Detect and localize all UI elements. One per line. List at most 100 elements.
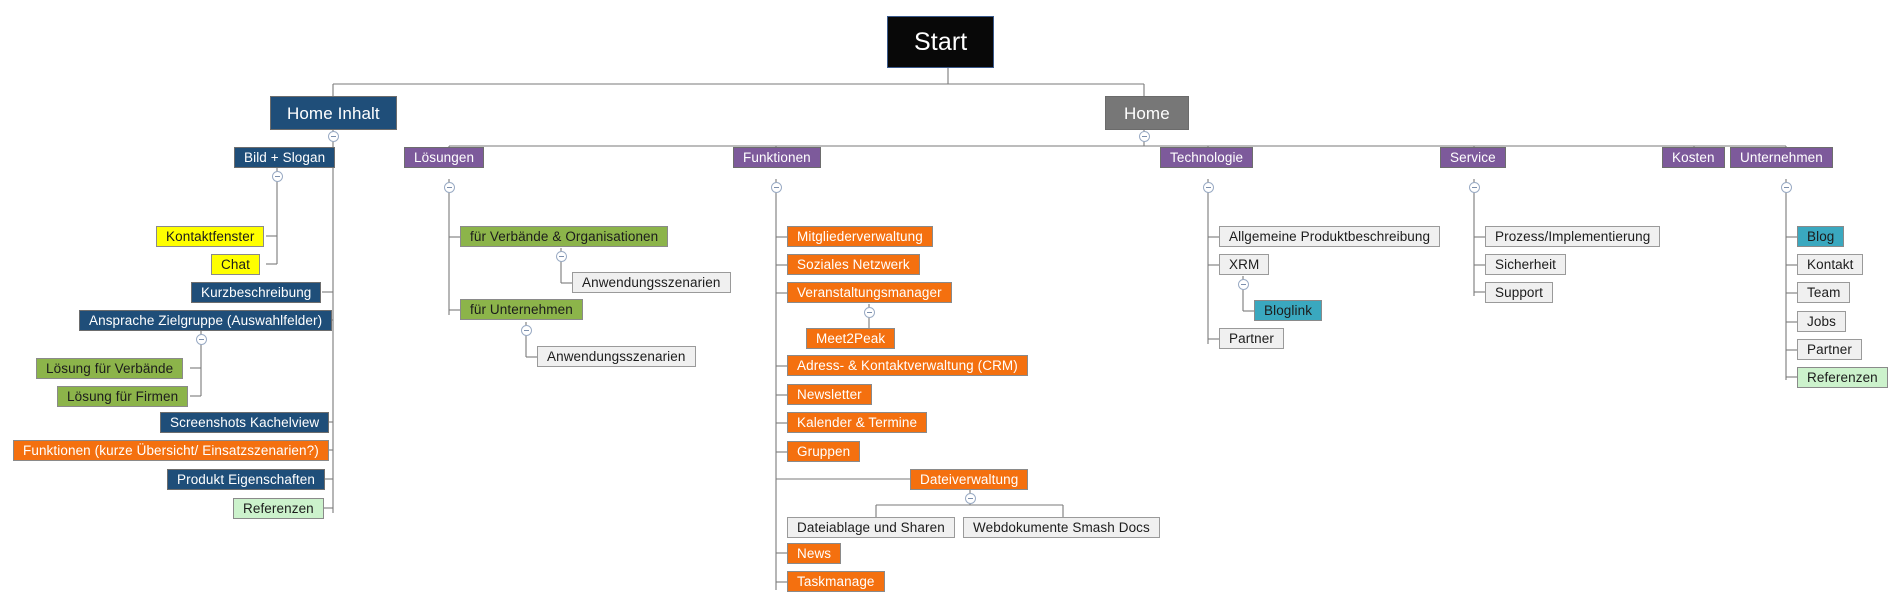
node-produkt-eigenschaften[interactable]: Produkt Eigenschaften: [167, 469, 325, 490]
node-meet2peak[interactable]: Meet2Peak: [806, 328, 896, 349]
node-kurzbeschreibung[interactable]: Kurzbeschreibung: [191, 282, 322, 303]
node-bloglink[interactable]: Bloglink: [1254, 300, 1323, 321]
node-home-label: Home: [1124, 103, 1170, 123]
node-anwendungsszenarien-1[interactable]: Anwendungsszenarien: [572, 272, 731, 293]
node-kurzbeschreibung-label: Kurzbeschreibung: [201, 284, 312, 300]
node-dateiverwaltung-label: Dateiverwaltung: [920, 471, 1019, 487]
node-anwendungsszenarien-2-label: Anwendungsszenarien: [547, 348, 686, 364]
node-fuer-unternehmen[interactable]: für Unternehmen: [460, 299, 583, 320]
node-bild-slogan[interactable]: Bild + Slogan: [234, 147, 336, 168]
collapse-toggle-dateiverwaltung[interactable]: [965, 493, 976, 504]
node-screenshots-kachelview-label: Screenshots Kachelview: [170, 414, 320, 430]
collapse-toggle-bild-slogan[interactable]: [272, 171, 283, 182]
node-sicherheit[interactable]: Sicherheit: [1485, 254, 1567, 275]
node-news[interactable]: News: [787, 543, 842, 564]
collapse-toggle-technologie[interactable]: [1203, 182, 1214, 193]
node-prozess-implementierung-label: Prozess/Implementierung: [1495, 228, 1651, 244]
node-fuer-verbaende-organisationen[interactable]: für Verbände & Organisationen: [460, 226, 669, 247]
node-referenzen-right[interactable]: Referenzen: [1797, 367, 1888, 388]
node-blog[interactable]: Blog: [1797, 226, 1845, 247]
node-unternehmen-label: Unternehmen: [1740, 149, 1823, 165]
collapse-toggle-home-inhalt[interactable]: [328, 131, 339, 142]
collapse-toggle-fuer-verbaende[interactable]: [556, 251, 567, 262]
node-kosten[interactable]: Kosten: [1662, 147, 1725, 168]
node-kontaktfenster[interactable]: Kontaktfenster: [156, 226, 265, 247]
node-kalender-termine[interactable]: Kalender & Termine: [787, 412, 928, 433]
node-service[interactable]: Service: [1440, 147, 1506, 168]
node-referenzen-left[interactable]: Referenzen: [233, 498, 324, 519]
node-taskmanage[interactable]: Taskmanage: [787, 571, 885, 592]
node-referenzen-left-label: Referenzen: [243, 500, 314, 516]
node-newsletter-label: Newsletter: [797, 386, 862, 402]
node-loesungen[interactable]: Lösungen: [404, 147, 485, 168]
node-start[interactable]: Start: [887, 16, 995, 68]
node-support[interactable]: Support: [1485, 282, 1553, 303]
node-partner-technologie-label: Partner: [1229, 330, 1274, 346]
node-loesung-verbaende-label: Lösung für Verbände: [46, 360, 174, 376]
node-mitgliederverwaltung-label: Mitgliederverwaltung: [797, 228, 923, 244]
node-funktionen[interactable]: Funktionen: [733, 147, 821, 168]
node-technologie-label: Technologie: [1170, 149, 1244, 165]
node-ansprache-zielgruppe[interactable]: Ansprache Zielgruppe (Auswahlfelder): [79, 310, 333, 331]
node-meet2peak-label: Meet2Peak: [816, 330, 886, 346]
node-referenzen-right-label: Referenzen: [1807, 369, 1878, 385]
node-soziales-netzwerk-label: Soziales Netzwerk: [797, 256, 910, 272]
node-sicherheit-label: Sicherheit: [1495, 256, 1557, 272]
node-dateiablage-und-sharen[interactable]: Dateiablage und Sharen: [787, 517, 955, 538]
node-xrm[interactable]: XRM: [1219, 254, 1270, 275]
node-mitgliederverwaltung[interactable]: Mitgliederverwaltung: [787, 226, 933, 247]
node-newsletter[interactable]: Newsletter: [787, 384, 872, 405]
node-jobs[interactable]: Jobs: [1797, 311, 1846, 332]
node-loesung-firmen[interactable]: Lösung für Firmen: [57, 386, 189, 407]
collapse-toggle-ansprache[interactable]: [196, 334, 207, 345]
node-technologie[interactable]: Technologie: [1160, 147, 1254, 168]
node-ansprache-zielgruppe-label: Ansprache Zielgruppe (Auswahlfelder): [89, 312, 323, 328]
collapse-toggle-funktionen[interactable]: [771, 182, 782, 193]
node-dateiverwaltung[interactable]: Dateiverwaltung: [910, 469, 1029, 490]
collapse-toggle-home[interactable]: [1139, 131, 1150, 142]
node-veranstaltungsmanager[interactable]: Veranstaltungsmanager: [787, 282, 952, 303]
node-fuer-verbaende-organisationen-label: für Verbände & Organisationen: [470, 228, 659, 244]
node-veranstaltungsmanager-label: Veranstaltungsmanager: [797, 284, 942, 300]
collapse-toggle-fuer-unternehmen[interactable]: [521, 325, 532, 336]
node-team-label: Team: [1807, 284, 1841, 300]
node-loesung-verbaende[interactable]: Lösung für Verbände: [36, 358, 184, 379]
node-screenshots-kachelview[interactable]: Screenshots Kachelview: [160, 412, 330, 433]
collapse-toggle-service[interactable]: [1469, 182, 1480, 193]
node-start-label: Start: [914, 27, 968, 56]
collapse-toggle-veranstaltungsmanager[interactable]: [864, 307, 875, 318]
node-partner-technologie[interactable]: Partner: [1219, 328, 1284, 349]
node-taskmanage-label: Taskmanage: [797, 573, 875, 589]
node-kontakt-label: Kontakt: [1807, 256, 1854, 272]
node-dateiablage-und-sharen-label: Dateiablage und Sharen: [797, 519, 945, 535]
collapse-toggle-loesungen[interactable]: [444, 182, 455, 193]
node-kosten-label: Kosten: [1672, 149, 1715, 165]
node-chat-label: Chat: [221, 256, 250, 272]
node-partner-unternehmen[interactable]: Partner: [1797, 339, 1862, 360]
node-webdokumente-smash-docs-label: Webdokumente Smash Docs: [973, 519, 1150, 535]
node-soziales-netzwerk[interactable]: Soziales Netzwerk: [787, 254, 920, 275]
node-prozess-implementierung[interactable]: Prozess/Implementierung: [1485, 226, 1661, 247]
node-allgemeine-produktbeschreibung[interactable]: Allgemeine Produktbeschreibung: [1219, 226, 1441, 247]
node-anwendungsszenarien-2[interactable]: Anwendungsszenarien: [537, 346, 696, 367]
node-news-label: News: [797, 545, 832, 561]
node-kalender-termine-label: Kalender & Termine: [797, 414, 918, 430]
node-home[interactable]: Home: [1105, 96, 1189, 130]
node-home-inhalt[interactable]: Home Inhalt: [270, 96, 397, 130]
node-gruppen[interactable]: Gruppen: [787, 441, 861, 462]
node-kontakt[interactable]: Kontakt: [1797, 254, 1864, 275]
node-webdokumente-smash-docs[interactable]: Webdokumente Smash Docs: [963, 517, 1160, 538]
node-jobs-label: Jobs: [1807, 313, 1836, 329]
node-loesungen-label: Lösungen: [414, 149, 475, 165]
node-blog-label: Blog: [1807, 228, 1835, 244]
node-adress-kontaktverwaltung[interactable]: Adress- & Kontaktverwaltung (CRM): [787, 355, 1028, 376]
node-team[interactable]: Team: [1797, 282, 1851, 303]
collapse-toggle-unternehmen[interactable]: [1781, 182, 1792, 193]
node-home-inhalt-label: Home Inhalt: [287, 103, 380, 123]
node-gruppen-label: Gruppen: [797, 443, 851, 459]
node-funktionen-kurze-uebersicht[interactable]: Funktionen (kurze Übersicht/ Einsatzszen…: [13, 440, 329, 461]
collapse-toggle-xrm[interactable]: [1238, 279, 1249, 290]
node-unternehmen[interactable]: Unternehmen: [1730, 147, 1833, 168]
node-chat[interactable]: Chat: [211, 254, 260, 275]
